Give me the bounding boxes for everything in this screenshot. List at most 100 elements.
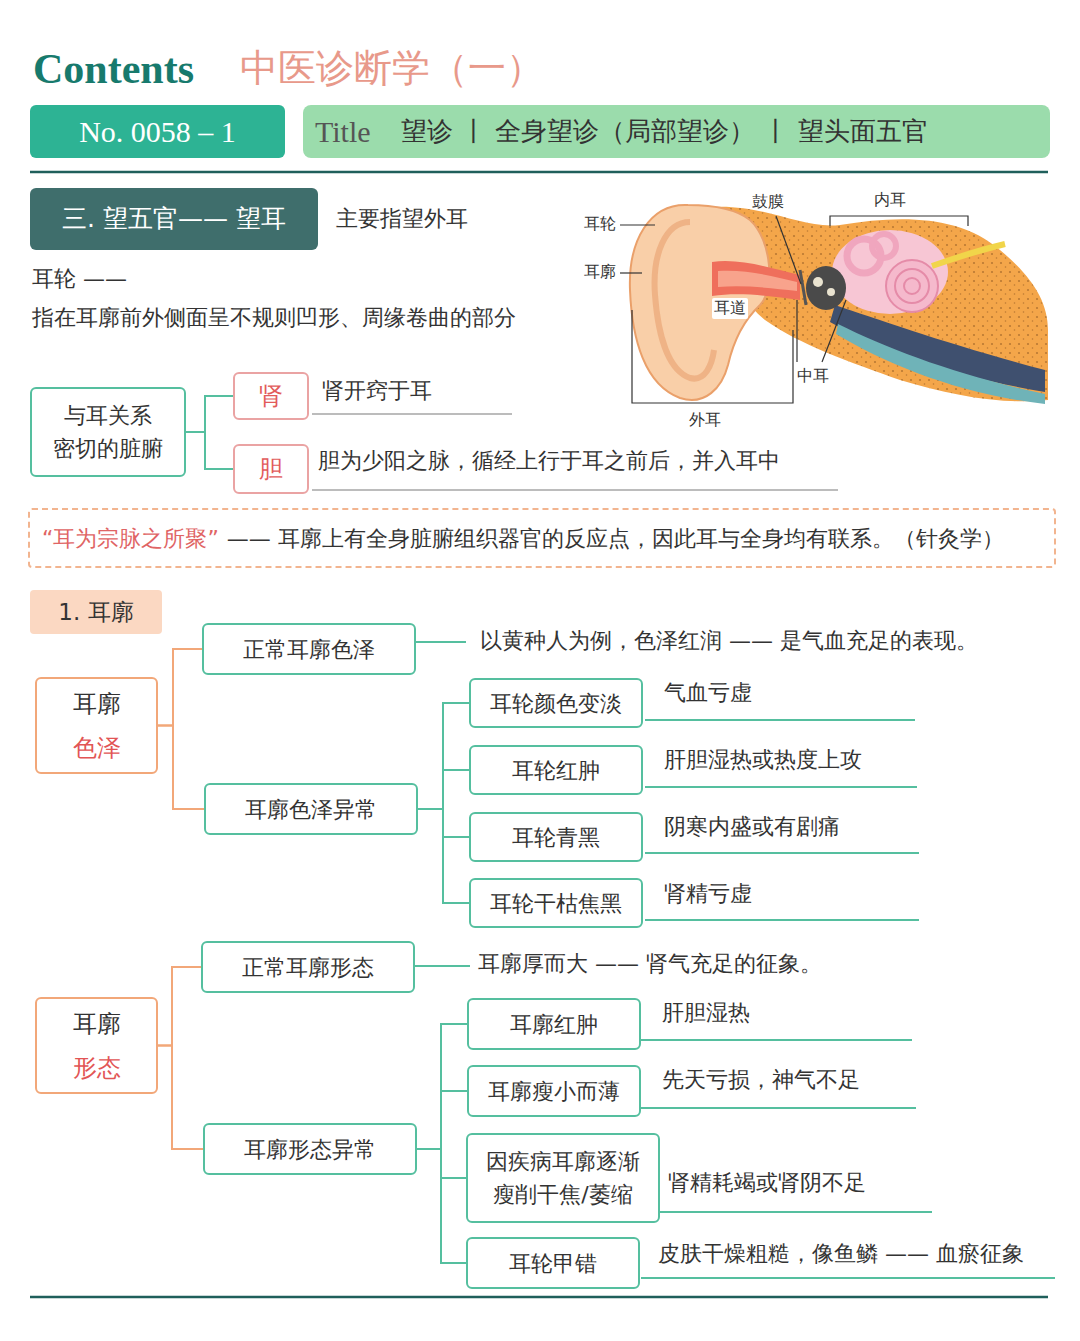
tree-connector [417, 1024, 467, 1149]
leader-line [796, 300, 797, 362]
category-box: 与耳关系 密切的脏腑 [30, 387, 186, 477]
box-text: 1. 耳廓 [58, 595, 133, 630]
box-text: 耳廓瘦小而薄 [488, 1075, 620, 1108]
box-text: 耳轮红肿 [512, 754, 600, 787]
ossicle [813, 277, 823, 287]
label-text: 阴寒内盛或有剧痛 [664, 813, 840, 842]
number-badge: No. 0058 – 1 [30, 105, 285, 158]
rule-line [30, 171, 1048, 174]
category-box: 正常耳廓形态 [201, 941, 415, 993]
middle-ear [806, 266, 846, 310]
underline [312, 413, 512, 414]
cochlea-spiral [895, 269, 929, 303]
tree-connector [418, 809, 469, 903]
tree-connector [158, 649, 202, 726]
box-text: 与耳关系 密切的脏腑 [53, 399, 163, 465]
semicircular-canal [872, 234, 896, 258]
category-box: 正常耳廓色泽 [202, 623, 416, 675]
box-text: 耳轮青黑 [512, 821, 600, 854]
text-line: 与耳关系 [53, 399, 163, 432]
topic-box: 耳廓色泽 [35, 677, 158, 774]
box-text: 耳廓形态异常 [244, 1133, 376, 1166]
sign-box: 耳轮颜色变淡 [469, 678, 643, 728]
tube-lining [836, 324, 1045, 404]
box-text: 耳廓色泽异常 [245, 793, 377, 826]
box-text: 肾 [259, 378, 283, 414]
label-text: 耳廓 [584, 262, 616, 283]
underline [312, 489, 838, 490]
label-text: 肾开窍于耳 [322, 377, 432, 406]
box-text: 胆 [259, 451, 283, 487]
box-text: 正常耳廓色泽 [243, 633, 375, 666]
label-text: 鼓膜 [752, 192, 784, 213]
box-text: 形态 [73, 1050, 121, 1086]
topic-box: 耳廓形态 [35, 997, 158, 1094]
underline [641, 1107, 916, 1109]
sign-box: 耳廓红肿 [467, 998, 641, 1050]
nerve [932, 244, 1005, 266]
sign-box: 因疾病耳廓逐渐 瘦削干焦/萎缩 [466, 1133, 660, 1223]
ossicle [827, 288, 835, 296]
label-text: 肝胆湿热或热度上攻 [664, 746, 862, 775]
text-line: 瘦削干焦/萎缩 [486, 1178, 640, 1211]
sign-box: 耳轮红肿 [469, 745, 643, 795]
label-text: 先天亏损，神气不足 [662, 1066, 860, 1095]
label-text: 以黄种人为例，色泽红润 —— 是气血充足的表现。 [480, 627, 978, 656]
label-text: 肾精亏虚 [664, 880, 752, 909]
underline [641, 1039, 912, 1041]
label-text: Contents [33, 42, 194, 97]
organ-box: 胆 [233, 444, 309, 494]
label-text: 主要指望外耳 [336, 205, 468, 234]
box-text: 耳轮干枯焦黑 [490, 887, 622, 920]
label-text: 外耳 [689, 410, 721, 431]
underline [641, 1277, 1055, 1279]
note-box: “耳为宗脉之所聚”—— 耳廓上有全身脏腑组织器官的反应点，因此耳与全身均有联系。… [28, 508, 1056, 568]
label-text: 肝胆湿热 [662, 999, 750, 1028]
label-text: 中耳 [795, 366, 831, 387]
label-text: 气血亏虚 [664, 679, 752, 708]
organ-box: 肾 [233, 372, 309, 420]
underline [645, 919, 919, 921]
box-text: 耳轮颜色变淡 [490, 687, 622, 720]
underline [660, 1211, 932, 1213]
label-text: 胆为少阳之脉，循经上行于耳之前后，并入耳中 [318, 447, 780, 476]
box-text: —— 耳廓上有全身脏腑组织器官的反应点，因此耳与全身均有联系。（针灸学） [227, 522, 1004, 555]
label-text: 内耳 [874, 190, 906, 211]
tree-connector [417, 1091, 467, 1149]
sign-box: 耳廓瘦小而薄 [467, 1065, 641, 1117]
leader-line [620, 224, 655, 225]
ear-canal-inner [718, 271, 797, 291]
tree-connector [158, 1046, 203, 1150]
label-text: 指在耳廓前外侧面呈不规则凹形、周缘卷曲的部分 [32, 304, 516, 333]
box-text: 耳廓 [73, 686, 121, 722]
bracket [632, 310, 793, 403]
sign-box: 耳轮青黑 [469, 812, 643, 862]
leader-line [776, 216, 801, 284]
label-text: 耳道 [712, 298, 748, 319]
label-text: 耳廓厚而大 —— 肾气充足的征象。 [478, 950, 822, 979]
box-text: 耳轮甲错 [509, 1247, 597, 1280]
eardrum [800, 270, 806, 305]
leader-line [620, 272, 642, 273]
tree-connector [158, 967, 201, 1046]
label-text: 耳轮 —— [32, 265, 127, 294]
auricle-fold [655, 222, 714, 379]
box-text: 因疾病耳廓逐渐 瘦削干焦/萎缩 [486, 1145, 640, 1211]
leader-line [822, 300, 846, 362]
box-text: 耳廓红肿 [510, 1008, 598, 1041]
sign-box: 耳轮甲错 [466, 1237, 640, 1289]
page-title: 中医诊断学（一） [240, 44, 544, 93]
tree-connector [418, 703, 469, 809]
box-text: 三. 望五官—— 望耳 [62, 200, 286, 238]
tree-connector [418, 770, 469, 809]
auricle [630, 205, 769, 400]
section-header: 三. 望五官—— 望耳 [30, 188, 318, 250]
box-text: “耳为宗脉之所聚” [42, 522, 219, 555]
leader-line [415, 965, 470, 967]
ear-canal [712, 261, 800, 300]
text-line: 因疾病耳廓逐渐 [486, 1145, 640, 1178]
title-bar: Title望诊 丨 全身望诊（局部望诊） 丨 望头面五官 [303, 105, 1050, 158]
label-text: 皮肤干燥粗糙，像鱼鳞 —— 血瘀征象 [658, 1240, 1024, 1269]
underline [645, 719, 915, 721]
